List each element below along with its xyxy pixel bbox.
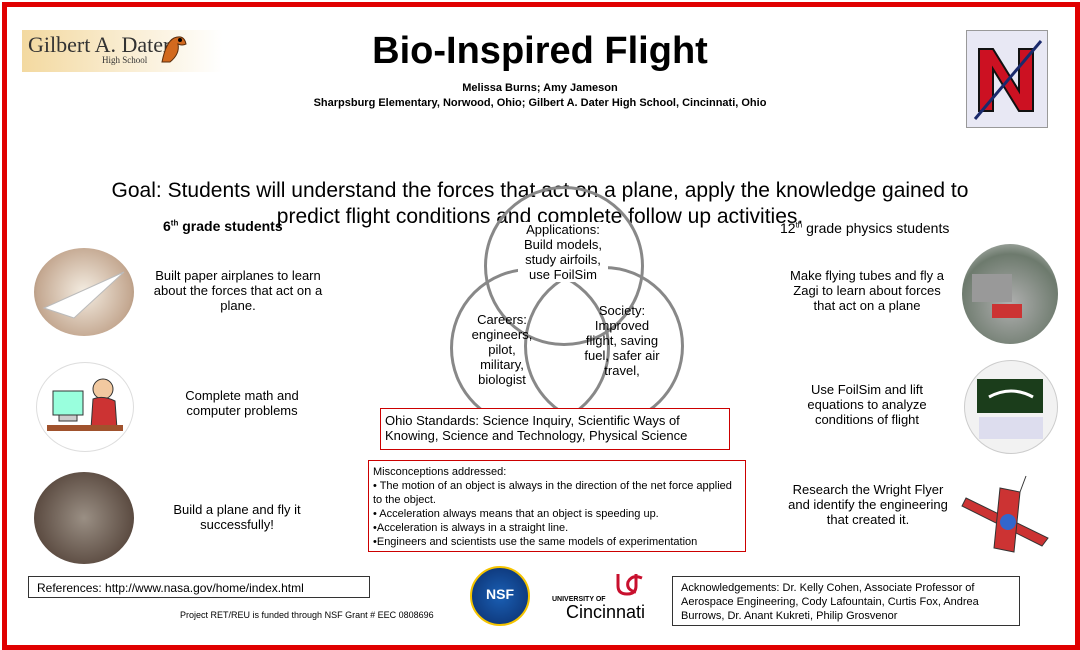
- funding-note: Project RET/REU is funded through NSF Gr…: [180, 610, 434, 620]
- sixth-grade-rest: grade students: [178, 218, 283, 234]
- sixth-grade-sup: th: [170, 218, 179, 228]
- twelfth-grade-rest: grade physics students: [802, 220, 950, 236]
- venn-applications: Applications: Build models, study airfoi…: [518, 222, 608, 282]
- left-item-3: Build a plane and fly it successfully!: [173, 502, 301, 532]
- dragon-icon: [161, 36, 187, 63]
- nsf-logo: NSF: [470, 566, 530, 626]
- campus-building-photo: [962, 244, 1058, 344]
- twelfth-grade-num: 12: [780, 220, 796, 236]
- foilsim-screenshot: [964, 360, 1058, 454]
- ohio-standards: Ohio Standards: Science Inquiry, Scienti…: [380, 408, 730, 450]
- uc-small-text: UNIVERSITY OF: [552, 596, 606, 603]
- misconception-1: • The motion of an object is always in t…: [373, 480, 732, 506]
- student-computer-clipart: [36, 362, 134, 452]
- nsf-logo-text: NSF: [486, 586, 514, 602]
- twelfth-grade-heading: 12th grade physics students: [780, 220, 949, 236]
- dater-logo: Gilbert A. Dater High School: [22, 30, 258, 72]
- dater-logo-sub: High School: [102, 55, 148, 65]
- students-flying-plane-photo: [34, 472, 134, 564]
- sixth-grade-heading: 6th grade students: [163, 218, 283, 234]
- norwood-logo: [966, 30, 1048, 128]
- twelfth-grade-sup: th: [795, 220, 803, 230]
- misconception-4: •Engineers and scientists use the same m…: [373, 536, 698, 548]
- right-item-1: Make flying tubes and fly a Zagi to lear…: [790, 268, 944, 313]
- wright-flyer-clipart: [960, 468, 1054, 568]
- poster-title: Bio-Inspired Flight: [372, 30, 708, 72]
- uc-logo: UNIVERSITY OF Cincinnati: [552, 572, 656, 624]
- venn-careers: Careers: engineers, pilot, military, bio…: [471, 312, 533, 387]
- references: References: http://www.nasa.gov/home/ind…: [28, 576, 370, 598]
- misconceptions-box: Misconceptions addressed: • The motion o…: [368, 460, 746, 552]
- left-item-2: Complete math and computer problems: [185, 388, 299, 418]
- acknowledgements: Acknowledgements: Dr. Kelly Cohen, Assoc…: [672, 576, 1020, 626]
- misconception-3: •Acceleration is always in a straight li…: [373, 522, 569, 534]
- authors: Melissa Burns; Amy Jameson: [462, 82, 618, 94]
- uc-big-text: Cincinnati: [566, 602, 646, 622]
- sixth-grade-num: 6: [163, 218, 171, 234]
- misconceptions-heading: Misconceptions addressed:: [373, 466, 507, 478]
- venn-society: Society: Improved flight, saving fuel, s…: [584, 303, 660, 378]
- paper-airplane-photo: [34, 248, 134, 336]
- uc-mark-icon: [616, 574, 643, 596]
- affiliations: Sharpsburg Elementary, Norwood, Ohio; Gi…: [313, 97, 767, 109]
- norwood-n-icon: [973, 40, 1043, 120]
- right-item-3: Research the Wright Flyer and identify t…: [788, 482, 948, 527]
- right-item-2: Use FoilSim and lift equations to analyz…: [807, 382, 927, 427]
- misconception-2: • Acceleration always means that an obje…: [373, 508, 659, 520]
- dater-logo-text: Gilbert A. Dater: [28, 32, 171, 57]
- left-item-1: Built paper airplanes to learn about the…: [153, 268, 323, 313]
